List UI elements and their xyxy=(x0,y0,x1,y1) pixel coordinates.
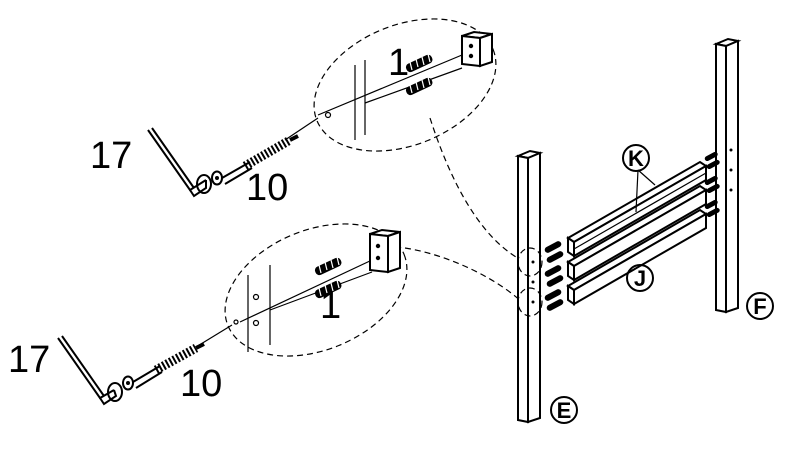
top-guide-line-1 xyxy=(317,54,463,116)
top-washer xyxy=(196,174,212,194)
top-key-label: 17 xyxy=(90,135,132,177)
bottom-key-label: 17 xyxy=(8,339,50,381)
top-detail-callout: 1 xyxy=(313,18,497,152)
bottom-washer xyxy=(107,382,123,402)
label-e: E xyxy=(550,396,578,424)
top-rail-end-block xyxy=(461,30,493,68)
rail-middle xyxy=(566,184,708,282)
bottom-detail-callout: 1 xyxy=(224,223,408,357)
top-fasteners: 17 10 xyxy=(90,117,319,209)
top-detail-ellipse xyxy=(313,18,497,152)
bottom-rail-end-block xyxy=(369,228,401,274)
bottom-fasteners: 17 10 xyxy=(8,324,233,406)
label-f: F xyxy=(746,292,774,320)
rail-j xyxy=(566,208,708,306)
label-f-text: F xyxy=(753,294,766,319)
top-callout-connector xyxy=(429,117,526,263)
bottom-bolt-label: 10 xyxy=(180,363,222,405)
rail-dowels-f xyxy=(704,151,720,218)
top-bolt-label: 10 xyxy=(246,167,288,209)
label-k-text: K xyxy=(628,146,644,171)
bottom-allen-key xyxy=(57,335,115,400)
label-j-text: J xyxy=(634,266,646,291)
label-k: K xyxy=(622,144,656,213)
bottom-bolt xyxy=(132,342,205,389)
top-bolt xyxy=(221,134,299,185)
bottom-callout-connector xyxy=(404,247,526,306)
top-hole-mark xyxy=(324,111,332,119)
bottom-detail-ellipse xyxy=(224,223,408,357)
top-dowel-lower xyxy=(405,76,433,96)
top-dowel-label: 1 xyxy=(388,42,409,84)
post-e xyxy=(514,149,544,424)
bottom-dowel-upper xyxy=(314,256,342,276)
bottom-guide-line-1 xyxy=(239,259,373,323)
bottom-dowel-label: 1 xyxy=(320,285,341,327)
rail-dowels-e xyxy=(544,241,564,311)
label-e-text: E xyxy=(557,398,572,423)
top-bolt-guide xyxy=(284,117,319,141)
bottom-dowel-lower xyxy=(314,279,342,299)
post-f xyxy=(712,37,742,314)
label-j: J xyxy=(626,264,654,292)
top-dowel-upper xyxy=(405,53,433,73)
